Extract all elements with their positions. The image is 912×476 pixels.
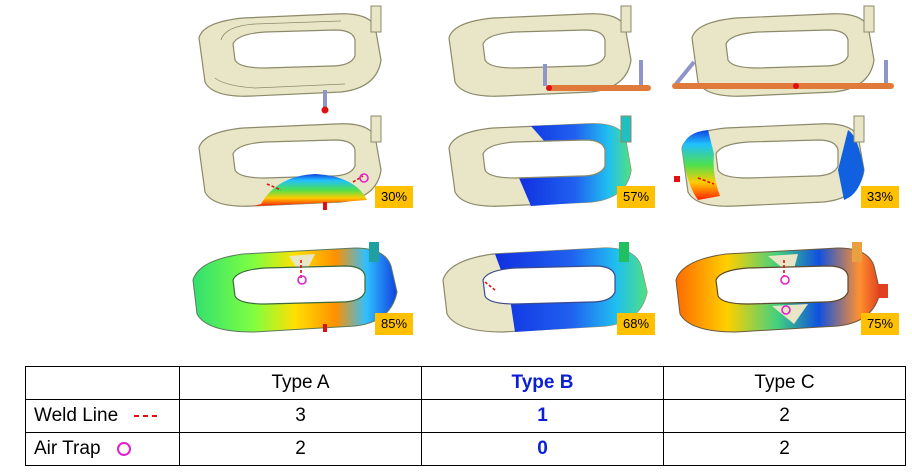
table-cell: 0 <box>421 432 664 466</box>
table-row: Air Trap 2 0 2 <box>25 432 906 466</box>
fill-stage-type-a-row2 <box>185 114 413 224</box>
table-cell: 3 <box>179 399 422 433</box>
fill-stage-type-b-row2 <box>435 114 663 224</box>
fill-stage-type-c-row3 <box>668 236 896 346</box>
fill-percent-badge: 75% <box>861 313 899 335</box>
fill-percent-badge: 30% <box>375 186 413 208</box>
fill-percent-badge: 85% <box>375 313 413 335</box>
dashed-red-line-icon <box>134 414 161 417</box>
table-cell: 2 <box>663 432 906 466</box>
column-header-type-b: Type B <box>421 366 664 400</box>
table-corner-cell <box>25 366 180 400</box>
row-label: Air Trap <box>34 438 101 459</box>
column-header-type-c: Type C <box>663 366 906 400</box>
row-label-cell: Air Trap <box>25 432 180 466</box>
fill-stage-type-b-row3 <box>435 236 663 346</box>
fill-percent-badge: 68% <box>617 313 655 335</box>
fill-percent-badge: 33% <box>861 186 899 208</box>
column-header-type-a: Type A <box>179 366 422 400</box>
table-cell: 1 <box>421 399 664 433</box>
fill-percent-badge: 57% <box>617 186 655 208</box>
magenta-circle-icon <box>116 441 131 456</box>
table-row: Weld Line 3 1 2 <box>25 399 906 433</box>
fill-stage-type-c-row2 <box>668 114 896 224</box>
gating-type-c <box>668 4 896 114</box>
gating-type-a <box>185 4 413 114</box>
gating-type-b <box>435 4 663 114</box>
fill-stage-type-a-row3 <box>185 236 413 346</box>
comparison-table: Type A Type B Type C Weld Line 3 1 2 Air… <box>25 366 906 466</box>
row-label-cell: Weld Line <box>25 399 180 433</box>
row-label: Weld Line <box>34 405 119 426</box>
table-cell: 2 <box>179 432 422 466</box>
table-header-row: Type A Type B Type C <box>25 366 906 400</box>
table-cell: 2 <box>663 399 906 433</box>
